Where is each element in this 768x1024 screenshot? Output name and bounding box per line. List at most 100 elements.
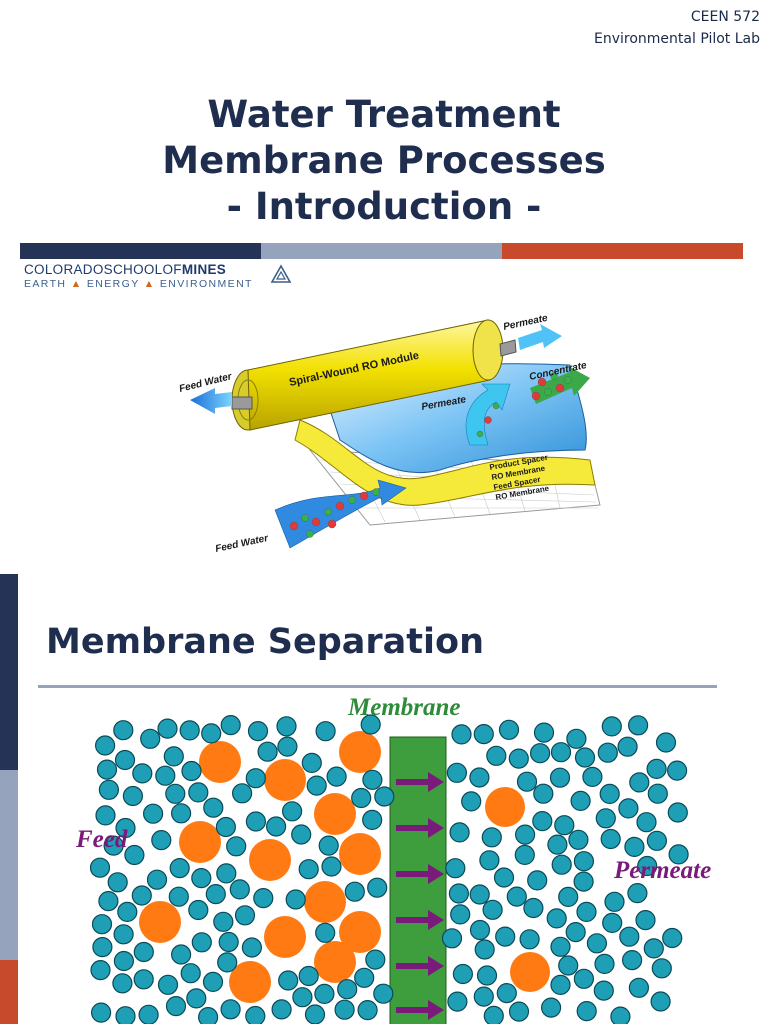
small-particle — [602, 912, 623, 933]
membrane-flow-arrow — [396, 818, 444, 838]
small-particle — [98, 779, 120, 800]
small-particle — [452, 963, 473, 985]
small-particle — [220, 999, 241, 1020]
small-particle — [96, 759, 118, 780]
small-particle — [245, 768, 266, 789]
small-particle — [103, 835, 124, 856]
membrane-flow-arrow — [396, 956, 444, 976]
small-particle — [655, 732, 677, 753]
small-particle — [191, 868, 212, 889]
small-particle — [481, 827, 502, 848]
small-particle — [597, 742, 618, 763]
large-particle — [339, 731, 381, 773]
small-particle — [667, 802, 688, 823]
small-particle — [138, 1004, 159, 1024]
small-particle — [218, 931, 239, 953]
small-particle — [213, 911, 234, 932]
title-line-3: - Introduction - — [226, 185, 542, 228]
color-bar — [20, 243, 743, 259]
feed-water-label-bottom: Feed Water — [214, 533, 270, 555]
small-particle — [337, 979, 358, 1000]
small-particle — [515, 824, 536, 845]
small-particle — [558, 886, 579, 907]
small-particle — [662, 927, 683, 949]
small-particle — [247, 720, 269, 742]
small-particle — [506, 886, 527, 907]
small-particle — [151, 830, 172, 851]
small-particle — [527, 870, 548, 891]
logo-separator-1: ▲ — [70, 278, 83, 290]
small-particle — [321, 856, 342, 877]
small-particle — [91, 914, 113, 935]
small-particle — [298, 859, 319, 880]
small-particle — [486, 745, 507, 766]
membrane-flow-arrow — [396, 910, 444, 930]
small-particle — [646, 830, 668, 851]
small-particle — [232, 783, 253, 804]
large-particle — [264, 916, 306, 958]
small-particle — [451, 724, 472, 745]
feed-water-arrow-bottom — [274, 479, 407, 549]
small-particle — [180, 963, 201, 984]
small-particle — [92, 937, 113, 958]
slide-heading: Membrane Separation — [46, 622, 484, 662]
small-particle — [554, 815, 575, 836]
logo-separator-2: ▲ — [143, 278, 156, 290]
small-particle — [469, 919, 491, 941]
small-particle — [276, 716, 297, 737]
slide-title: CEEN 572 Environmental Pilot Lab Water T… — [20, 9, 760, 555]
small-particle — [112, 973, 133, 994]
small-particle — [157, 718, 178, 739]
small-particle — [188, 899, 209, 921]
small-particle — [496, 983, 517, 1004]
small-particle — [473, 986, 494, 1007]
small-particle — [474, 939, 495, 960]
strip-gray — [0, 770, 18, 960]
small-particle — [446, 762, 467, 783]
small-particle — [441, 928, 463, 949]
small-particle — [635, 910, 656, 931]
small-particle — [586, 933, 608, 954]
membrane-flow-arrow — [396, 772, 444, 792]
small-particle — [115, 817, 136, 839]
small-particle — [215, 816, 236, 838]
small-particle — [170, 944, 192, 965]
small-particle — [229, 879, 250, 900]
strip-navy — [0, 574, 18, 770]
small-particle — [566, 728, 587, 749]
small-particle — [482, 899, 503, 920]
small-particle — [198, 1007, 219, 1024]
small-particle — [576, 1001, 597, 1022]
small-particle — [107, 872, 128, 893]
small-particle — [245, 1005, 266, 1024]
small-particle — [278, 970, 299, 991]
logo-school-name: COLORADOSCHOOLOFMINES — [24, 262, 284, 277]
small-particle — [133, 969, 154, 990]
slide-membrane-separation: Membrane Separation Membrane Feed Permea… — [0, 574, 768, 1024]
ro-diagram-svg: Spiral-Wound RO Module Feed Water Permea… — [178, 313, 601, 555]
small-particle — [450, 904, 471, 925]
small-particle — [314, 983, 335, 1004]
small-particle — [618, 798, 639, 819]
small-particle — [282, 801, 303, 822]
small-particle — [546, 908, 567, 929]
small-particle — [629, 772, 650, 793]
logo-word-mines: MINES — [181, 262, 227, 277]
small-particle — [533, 783, 554, 804]
large-particle — [179, 821, 221, 863]
logo-tag-earth: EARTH — [24, 278, 67, 290]
small-particle — [170, 803, 192, 824]
large-particle — [199, 741, 241, 783]
small-particle — [113, 720, 134, 741]
small-particle — [334, 999, 355, 1020]
small-particle — [576, 901, 597, 922]
membrane-flow-arrow — [396, 1000, 444, 1020]
large-particle — [139, 901, 181, 943]
small-particle — [550, 974, 571, 995]
small-particle — [483, 1005, 504, 1024]
small-particle — [344, 881, 365, 902]
small-particle — [257, 741, 278, 762]
small-particle — [179, 720, 200, 741]
small-particle — [220, 714, 241, 736]
logo-word-colorado: COLORADO — [24, 262, 104, 277]
